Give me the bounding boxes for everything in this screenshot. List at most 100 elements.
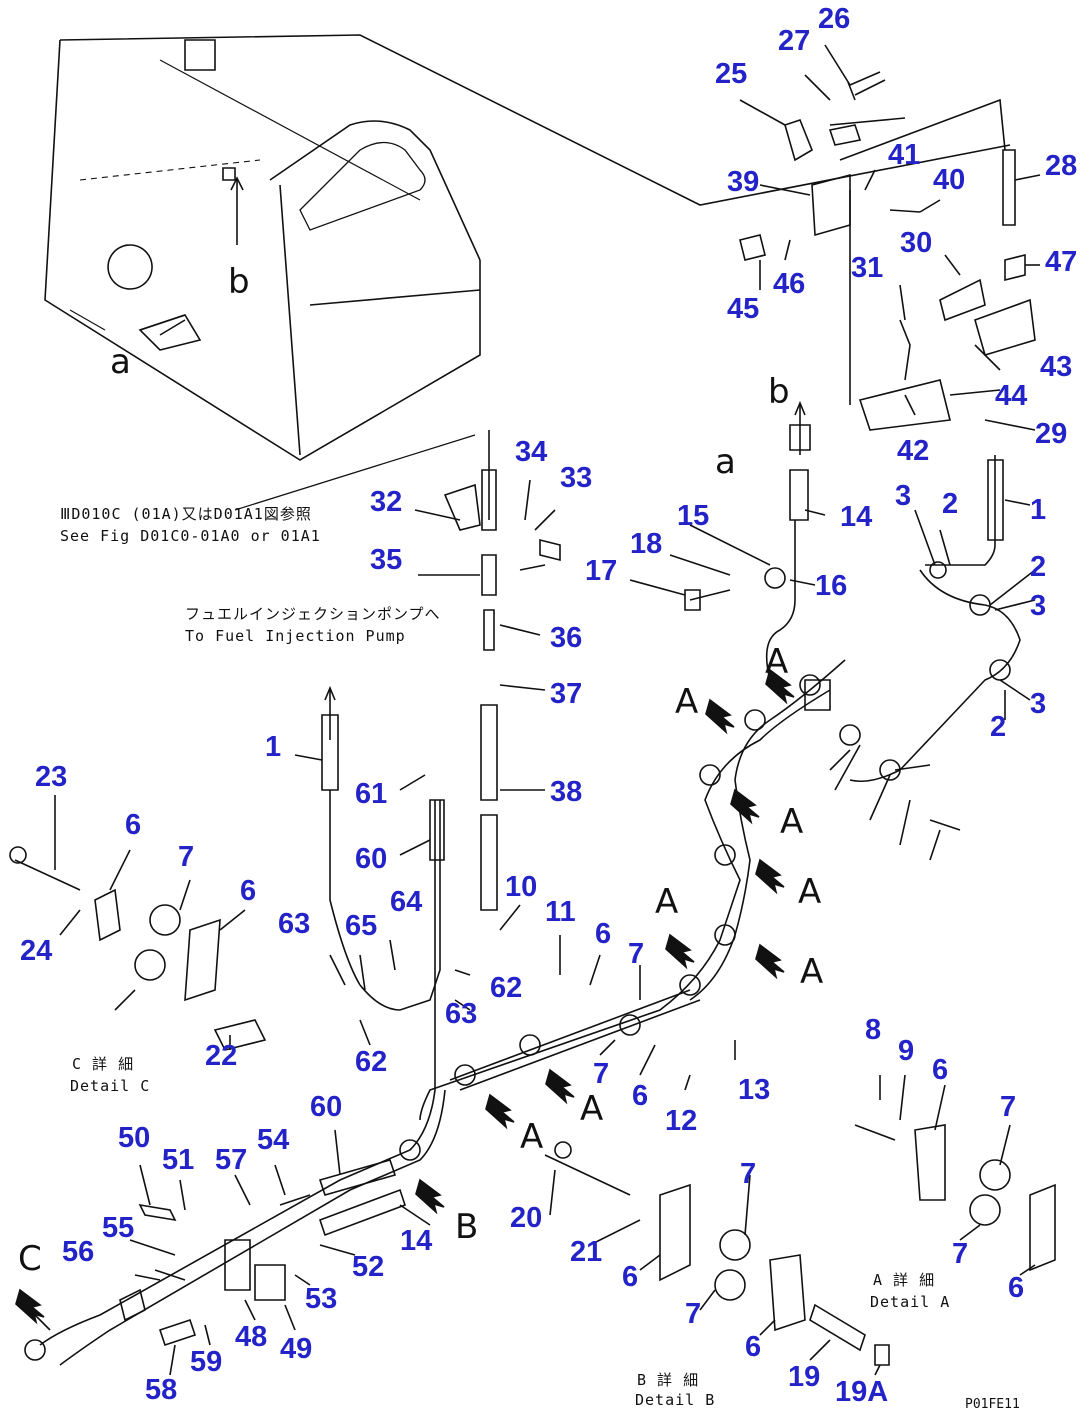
- callout-33: 33: [560, 462, 593, 494]
- callout-11: 11: [545, 896, 576, 928]
- view-letter-a-6: A: [800, 952, 824, 992]
- callout-6f: 6: [1008, 1272, 1025, 1304]
- callout-15: 15: [677, 500, 710, 532]
- callout-3a: 3: [895, 480, 912, 512]
- callout-63a: 63: [278, 908, 311, 940]
- callout-7g: 7: [685, 1298, 702, 1330]
- callout-42: 42: [897, 435, 930, 467]
- callout-47: 47: [1045, 246, 1078, 278]
- callout-7a: 7: [178, 841, 195, 873]
- view-letter-b2: b: [768, 372, 790, 412]
- callout-6h: 6: [745, 1331, 762, 1363]
- callout-64: 64: [390, 886, 423, 918]
- callout-7e: 7: [952, 1238, 969, 1270]
- callout-55: 55: [102, 1212, 135, 1244]
- callout-45: 45: [727, 293, 760, 325]
- view-letter-a-8: A: [520, 1117, 544, 1157]
- callout-38: 38: [550, 776, 583, 808]
- view-letter-c: C: [18, 1239, 42, 1279]
- callout-17: 17: [585, 555, 618, 587]
- detail-b-label-jp: B 詳 細: [637, 1371, 700, 1389]
- callout-39: 39: [727, 166, 760, 198]
- callout-2b: 2: [1030, 551, 1047, 583]
- reference-note-en: See Fig D01C0-01A0 or 01A1: [60, 527, 321, 545]
- callout-16: 16: [815, 570, 848, 602]
- callout-53: 53: [305, 1283, 338, 1315]
- callout-59: 59: [190, 1346, 223, 1378]
- view-letter-a-1: A: [675, 682, 699, 722]
- view-letter-a-7: A: [580, 1089, 604, 1129]
- callout-10: 10: [505, 871, 538, 903]
- callout-36: 36: [550, 622, 583, 654]
- callout-3b: 3: [1030, 590, 1047, 622]
- detail-a-label-jp: A 詳 細: [873, 1271, 936, 1289]
- callout-21: 21: [570, 1236, 603, 1268]
- detail-c-label-en: Detail C: [70, 1077, 151, 1095]
- callout-6b: 6: [240, 875, 257, 907]
- callout-29: 29: [1035, 418, 1068, 450]
- callout-41: 41: [888, 139, 921, 171]
- callout-18: 18: [630, 528, 663, 560]
- callout-48: 48: [235, 1321, 268, 1353]
- callout-14b: 14: [400, 1225, 433, 1257]
- callout-27: 27: [778, 25, 811, 57]
- callout-7b: 7: [628, 938, 645, 970]
- callout-62a: 62: [355, 1046, 388, 1078]
- callout-57: 57: [215, 1144, 248, 1176]
- fuel-pump-note-en: To Fuel Injection Pump: [185, 627, 406, 645]
- view-letter-b: b: [228, 262, 250, 302]
- callout-3c: 3: [1030, 688, 1047, 720]
- callout-30: 30: [900, 227, 933, 259]
- callout-2a: 2: [942, 488, 959, 520]
- figure-code: P01FE11: [965, 1397, 1020, 1412]
- callout-12: 12: [665, 1105, 698, 1137]
- callout-63b: 63: [445, 998, 478, 1030]
- callout-37: 37: [550, 678, 583, 710]
- callout-54: 54: [257, 1124, 290, 1156]
- callout-19: 19: [788, 1361, 821, 1393]
- callout-61: 61: [355, 778, 388, 810]
- callout-19a: 19A: [835, 1376, 889, 1408]
- callout-46: 46: [773, 268, 806, 300]
- callout-43: 43: [1040, 351, 1073, 383]
- callout-60a: 60: [355, 843, 388, 875]
- callout-28: 28: [1045, 150, 1078, 182]
- callout-40: 40: [933, 164, 966, 196]
- view-letter-a2: a: [715, 442, 736, 482]
- callout-62b: 62: [490, 972, 523, 1004]
- callout-24: 24: [20, 935, 53, 967]
- detail-b-label-en: Detail B: [635, 1391, 716, 1409]
- view-letter-a-4: A: [798, 872, 822, 912]
- callout-6g: 6: [622, 1261, 639, 1293]
- callout-22: 22: [205, 1040, 238, 1072]
- callout-6d: 6: [632, 1080, 649, 1112]
- callout-32: 32: [370, 486, 403, 518]
- callout-60b: 60: [310, 1091, 343, 1123]
- callout-8: 8: [865, 1014, 882, 1046]
- callout-52: 52: [352, 1251, 385, 1283]
- reference-note-jp: ⅢD010C (01A)又はD01A1図参照: [60, 505, 312, 523]
- callout-6c: 6: [595, 918, 612, 950]
- detail-c-label-jp: C 詳 細: [72, 1055, 135, 1073]
- callout-26: 26: [818, 3, 851, 35]
- detail-a-label-en: Detail A: [870, 1293, 951, 1311]
- callout-49: 49: [280, 1333, 313, 1365]
- callout-65: 65: [345, 910, 378, 942]
- callout-44: 44: [995, 380, 1028, 412]
- callout-20: 20: [510, 1202, 543, 1234]
- view-letter-a-2: A: [765, 642, 789, 682]
- callout-23: 23: [35, 761, 68, 793]
- callout-7c: 7: [593, 1058, 610, 1090]
- callout-6e: 6: [932, 1054, 949, 1086]
- callout-31: 31: [851, 252, 884, 284]
- view-letter-b3: B: [455, 1207, 479, 1247]
- callout-14a: 14: [840, 501, 873, 533]
- callout-35: 35: [370, 544, 403, 576]
- callout-51: 51: [162, 1144, 195, 1176]
- fuel-pump-note-jp: フュエルインジェクションポンプへ: [185, 605, 441, 623]
- callout-58: 58: [145, 1374, 178, 1406]
- callout-1b: 1: [265, 731, 282, 763]
- callout-6a: 6: [125, 809, 142, 841]
